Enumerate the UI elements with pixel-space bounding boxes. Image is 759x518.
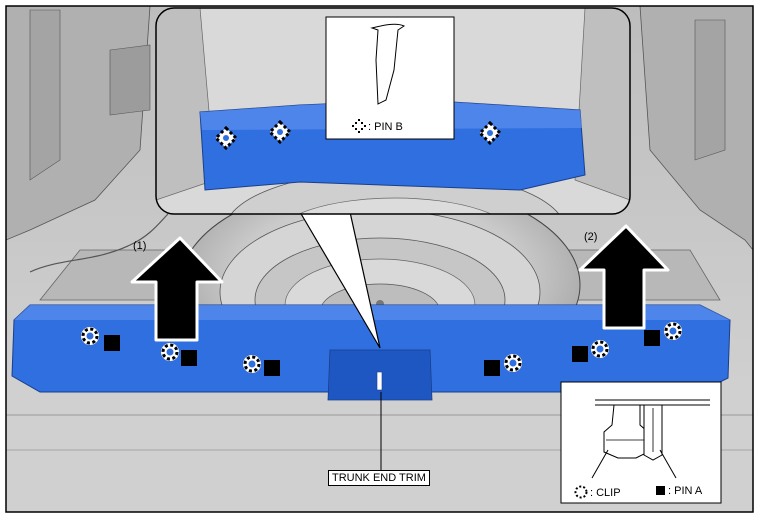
clip-shape [603, 404, 649, 459]
clip-icon [664, 322, 682, 340]
step-2-label: (2) [584, 231, 598, 243]
pin-b-icon [352, 119, 366, 133]
pin-a-icon [572, 346, 588, 362]
pin-a-icon [656, 486, 665, 495]
clip-icon [161, 343, 179, 361]
pin-a-legend: : PIN A [656, 485, 702, 497]
pin-a-legend-text: : PIN A [668, 485, 703, 497]
step-1-label: (1) [133, 240, 147, 252]
pin-b-icon [477, 120, 503, 146]
up-arrow-icon [130, 236, 224, 342]
clip-markers [81, 322, 682, 373]
pin-a-markers [104, 330, 660, 376]
clip-pin-a-detail-box [560, 381, 722, 504]
pin-a-icon [264, 360, 280, 376]
clip-legend-text: : CLIP [590, 487, 621, 499]
clip-icon [591, 340, 609, 358]
clip-icon [81, 327, 99, 345]
clip-icon [574, 485, 588, 499]
pin-a-icon [104, 335, 120, 351]
pin-a-icon [484, 360, 500, 376]
diagram-frame [5, 5, 754, 513]
pin-b-icon [267, 119, 293, 145]
clip-icon [243, 355, 261, 373]
clip-icon [504, 354, 522, 372]
clip-legend: : CLIP [574, 485, 621, 499]
pin-b-markers [213, 119, 503, 151]
callout-detail-view [155, 7, 631, 215]
pin-b-shape [370, 23, 406, 105]
up-arrow-icon [578, 224, 670, 330]
pin-a-icon [181, 350, 197, 366]
pin-b-legend: : PIN B [352, 119, 403, 133]
pin-b-icon [213, 125, 239, 151]
trunk-end-trim-label: TRUNK END TRIM [328, 470, 430, 486]
pin-b-legend-text: : PIN B [368, 121, 403, 133]
pin-a-icon [644, 330, 660, 346]
